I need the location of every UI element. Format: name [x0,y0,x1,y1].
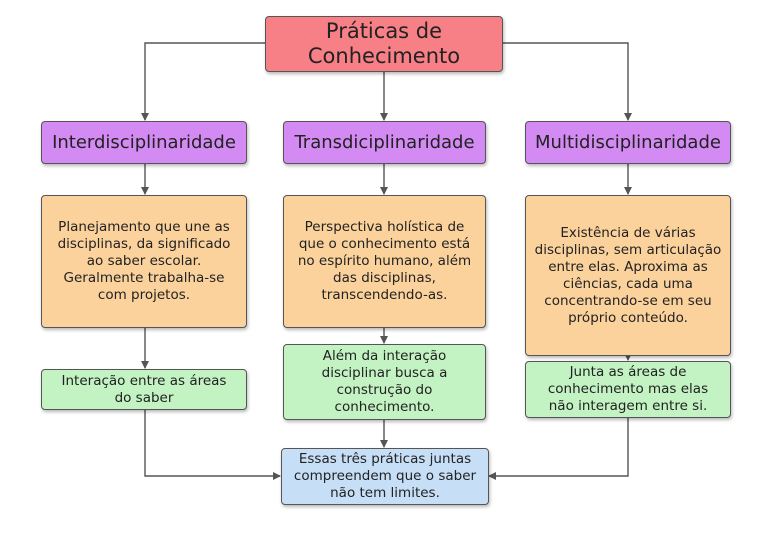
connector-title-right [503,42,632,121]
description-transdiciplinaridade: Perspectiva holística de que o conhecime… [283,195,486,328]
title-text: Práticas de Conhecimento [307,19,461,68]
note-text: Interação entre as áreas do saber [61,372,227,406]
heading-text: Transdiciplinaridade [294,132,475,153]
heading-interdisciplinaridade: Interdisciplinaridade [41,121,247,164]
connector-note-final-right [488,418,629,480]
heading-multidisciplinaridade: Multidisciplinaridade [525,121,731,164]
connector-title-left [141,42,265,121]
note-text: Além da interação disciplinar busca a co… [321,348,448,415]
connector-note-final-left [144,410,281,480]
note-transdiciplinaridade: Além da interação disciplinar busca a co… [283,344,486,420]
conclusion-box: Essas três práticas juntas compreendem q… [281,448,489,505]
description-multidisciplinaridade: Existência de várias disciplinas, sem ar… [525,195,731,356]
conclusion-text: Essas três práticas juntas compreendem q… [293,451,477,501]
heading-transdiciplinaridade: Transdiciplinaridade [283,121,486,164]
title-box: Práticas de Conhecimento [265,16,503,72]
note-multidisciplinaridade: Junta as áreas de conhecimento mas elas … [525,361,731,418]
note-text: Junta as áreas de conhecimento mas elas … [547,364,709,414]
description-text: Existência de várias disciplinas, sem ar… [534,224,722,326]
note-interdisciplinaridade: Interação entre as áreas do saber [41,369,247,410]
description-text: Planejamento que une as disciplinas, da … [57,219,231,303]
heading-text: Multidisciplinaridade [535,132,721,153]
description-text: Perspectiva holística de que o conhecime… [297,219,472,303]
heading-text: Interdisciplinaridade [52,132,236,153]
description-interdisciplinaridade: Planejamento que une as disciplinas, da … [41,195,247,328]
